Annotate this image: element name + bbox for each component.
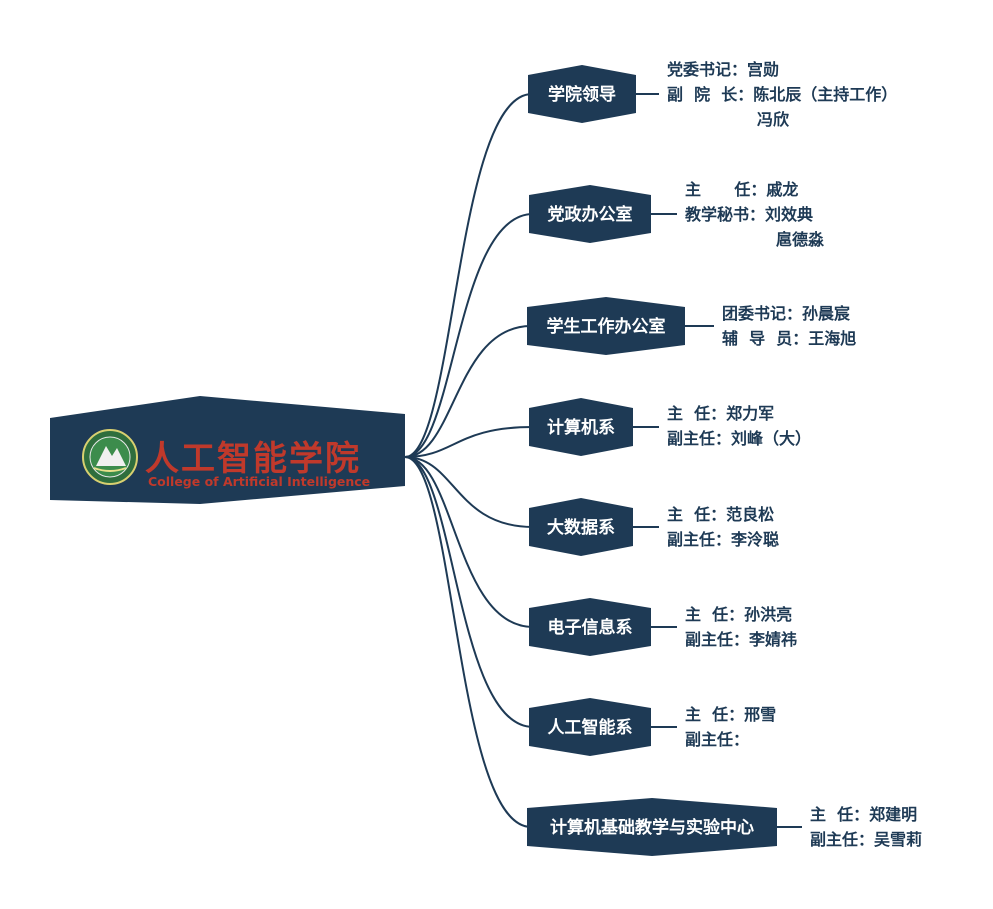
connector-line xyxy=(404,456,532,828)
department-node-shape xyxy=(529,598,651,656)
connector-line xyxy=(404,456,534,528)
department-node: 党政办公室 xyxy=(529,185,651,243)
department-detail-line: 冯欣 xyxy=(757,110,790,129)
department-detail-line: 扈德淼 xyxy=(776,230,825,249)
department-detail-line: 副主任：吴雪莉 xyxy=(810,830,923,849)
department-detail-line: 团委书记：孙晨宸 xyxy=(722,304,851,323)
department-detail-line: 副主任：李婧祎 xyxy=(685,630,798,649)
department-node: 学生工作办公室 xyxy=(527,297,685,355)
department-name: 计算机基础教学与实验中心 xyxy=(550,817,754,838)
department-detail-line: 主 任：邢雪 xyxy=(685,705,777,724)
department-detail-line: 副主任：李泠聪 xyxy=(667,530,780,549)
root-node: 人工智能学院 College of Artificial Intelligenc… xyxy=(50,396,405,504)
connector-line xyxy=(404,426,534,458)
department-node-shape xyxy=(527,798,777,856)
department-name: 学院领导 xyxy=(548,84,616,105)
department-name: 大数据系 xyxy=(547,517,615,538)
department-detail-line: 主 任：郑力军 xyxy=(667,404,775,423)
department-nodes: 学院领导党政办公室学生工作办公室计算机系大数据系电子信息系人工智能系计算机基础教… xyxy=(527,65,777,856)
department-node: 大数据系 xyxy=(529,498,633,556)
department-detail-line: 教学秘书：刘效典 xyxy=(685,205,814,224)
department-node-shape xyxy=(529,498,633,556)
department-detail-line: 主 任：孙洪亮 xyxy=(685,605,793,624)
department-node: 计算机系 xyxy=(529,398,633,456)
department-name: 计算机系 xyxy=(547,417,615,438)
connector-line xyxy=(404,456,534,628)
department-detail-line: 副主任： xyxy=(685,730,750,749)
department-name: 电子信息系 xyxy=(548,617,633,638)
root-title-cn: 人工智能学院 xyxy=(145,439,361,479)
department-detail-line: 副 院 长：陈北辰（主持工作） xyxy=(667,85,898,104)
department-detail-line: 党委书记：宫勋 xyxy=(667,60,780,79)
department-detail-line: 主 任：戚龙 xyxy=(685,180,799,199)
department-node: 计算机基础教学与实验中心 xyxy=(527,798,777,856)
department-node: 学院领导 xyxy=(528,65,636,123)
department-node: 电子信息系 xyxy=(529,598,651,656)
department-node-shape xyxy=(529,185,651,243)
root-title-en: College of Artificial Intelligence xyxy=(148,474,370,489)
department-detail-line: 主 任：范良松 xyxy=(667,505,775,524)
department-node-shape xyxy=(527,297,685,355)
connector-line xyxy=(404,456,534,728)
connector-line xyxy=(404,213,534,458)
university-seal-icon xyxy=(82,429,138,485)
department-name: 学生工作办公室 xyxy=(547,316,666,337)
department-detail-line: 副主任：刘峰（大） xyxy=(667,429,812,448)
department-node: 人工智能系 xyxy=(529,698,651,756)
connector-line xyxy=(404,93,533,458)
department-detail-line: 辅 导 员：王海旭 xyxy=(722,329,857,348)
department-node-shape xyxy=(529,398,633,456)
connector-line xyxy=(404,325,532,458)
department-detail-line: 主 任：郑建明 xyxy=(810,805,918,824)
department-node-shape xyxy=(529,698,651,756)
department-name: 人工智能系 xyxy=(548,717,633,738)
department-node-shape xyxy=(528,65,636,123)
connector-lines xyxy=(404,93,802,828)
department-name: 党政办公室 xyxy=(548,204,633,225)
